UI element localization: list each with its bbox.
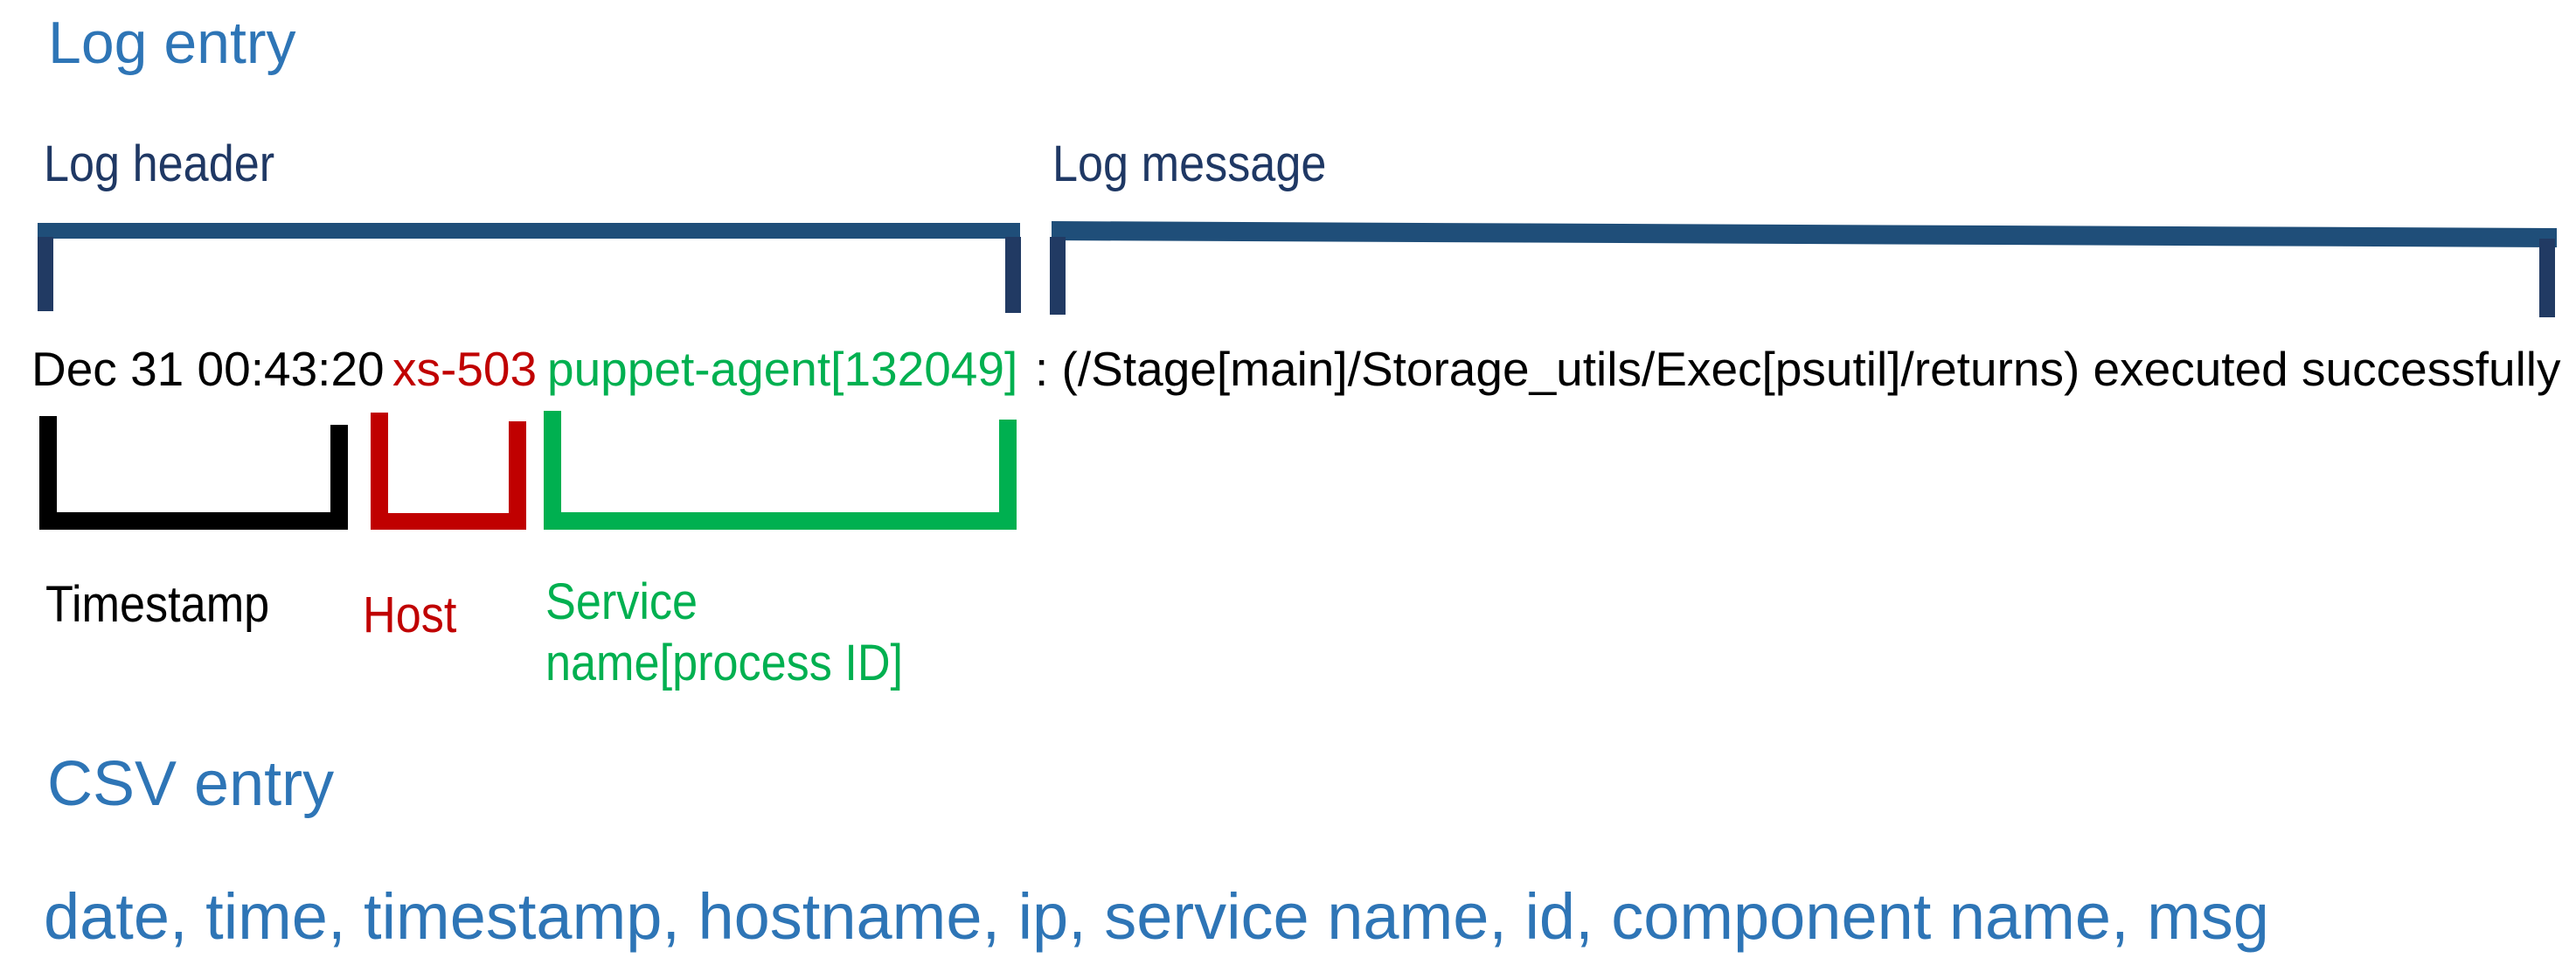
host-field-label: Host	[363, 587, 457, 643]
log-message-label: Log message	[1052, 135, 1327, 192]
service-bracket-left	[544, 411, 561, 530]
log-line-host: xs-503	[392, 342, 538, 396]
host-bracket-left	[371, 413, 388, 530]
service-bracket	[544, 411, 1017, 530]
service-bracket-right	[999, 420, 1017, 530]
log-header-brace-right-leg	[1005, 237, 1021, 313]
log-line-service: puppet-agent[132049]	[547, 342, 1018, 396]
timestamp-bracket	[39, 416, 348, 530]
log-line-timestamp: Dec 31 00:43:20	[31, 342, 385, 396]
timestamp-bracket-bottom	[39, 512, 348, 530]
timestamp-bracket-right	[330, 425, 348, 530]
log-header-brace-bar	[38, 223, 1020, 239]
csv-fields-line: date, time, timestamp, hostname, ip, ser…	[44, 880, 2269, 953]
log-message-brace	[1050, 221, 2557, 317]
service-field-label: Service name[process ID]	[545, 573, 904, 691]
host-bracket	[371, 413, 526, 530]
timestamp-bracket-left	[39, 416, 57, 530]
service-bracket-bottom	[544, 512, 1017, 530]
host-bracket-bottom	[371, 513, 526, 530]
timestamp-field-label: Timestamp	[45, 576, 270, 633]
log-line-message: : (/Stage[main]/Storage_utils/Exec[psuti…	[1035, 342, 2561, 396]
log-header-brace	[38, 223, 1021, 313]
log-message-brace-bar	[1052, 221, 2557, 247]
host-bracket-right	[509, 421, 526, 530]
log-entry-title: Log entry	[48, 10, 296, 76]
log-message-brace-right-leg	[2539, 239, 2555, 317]
log-header-label: Log header	[44, 135, 275, 192]
csv-entry-title: CSV entry	[47, 749, 335, 819]
log-message-brace-left-leg	[1050, 237, 1066, 315]
log-header-brace-left-leg	[38, 237, 53, 311]
